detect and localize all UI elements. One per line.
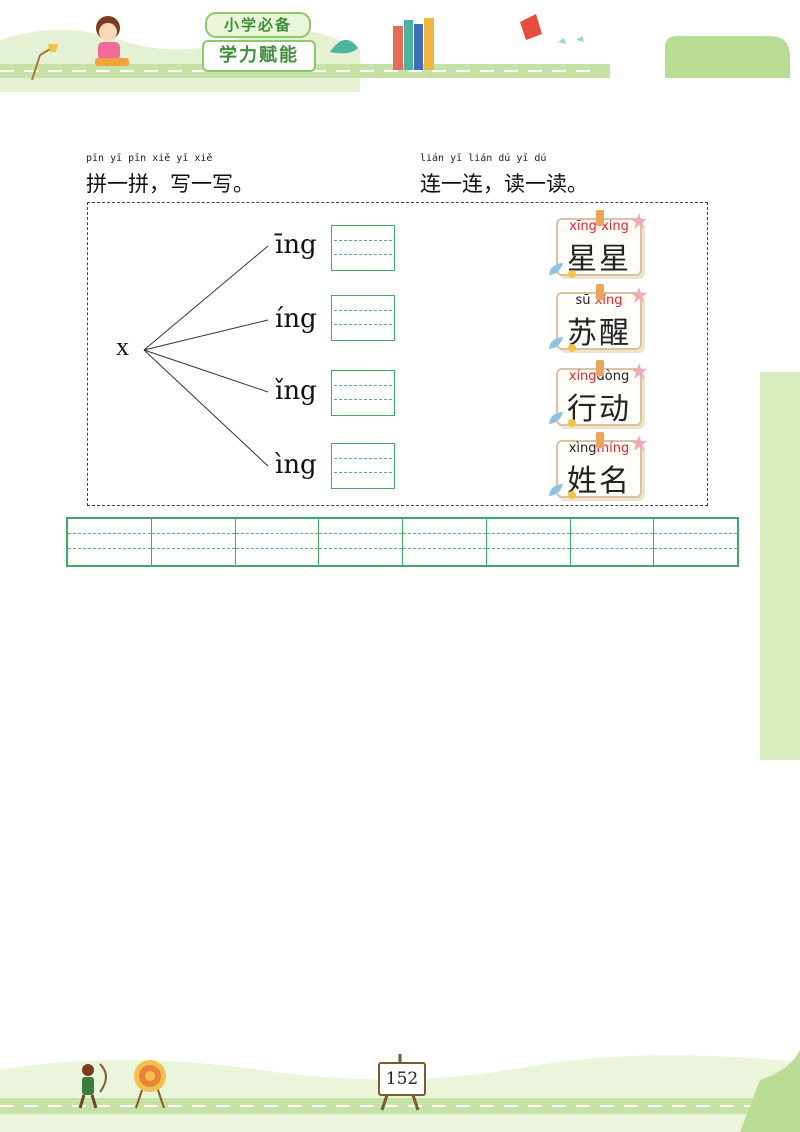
card-1-hanzi: 星星 — [567, 242, 631, 277]
header-badge-top: 小学必备 — [205, 12, 311, 38]
card-3-hanzi: 行动 — [567, 392, 631, 427]
card-4-hanzi: 姓名 — [567, 464, 631, 499]
right-title-pinyin: lián yī lián dú yī dú — [420, 153, 547, 164]
writing-cell[interactable] — [151, 519, 236, 565]
star-icon — [631, 363, 647, 379]
writing-cell[interactable] — [68, 519, 152, 565]
initial-x: x — [116, 332, 129, 361]
card-2-pinyin-1: sū — [575, 293, 591, 308]
pinyin-write-box-4[interactable] — [331, 443, 395, 489]
card-3-pinyin-1: xíng — [568, 369, 597, 384]
pinyin-write-box-2[interactable] — [331, 295, 395, 341]
card-3-pinyin-2: dòng — [596, 369, 630, 384]
leaf-icon — [549, 484, 563, 496]
pinyin-write-box-1[interactable] — [331, 225, 395, 271]
writing-cell[interactable] — [570, 519, 655, 565]
exercise-box — [87, 202, 708, 506]
header-badge-bottom: 学力赋能 — [202, 40, 316, 72]
left-title-pinyin: pīn yī pīn xiě yī xiě — [86, 153, 213, 164]
pinyin-write-box-3[interactable] — [331, 370, 395, 416]
dot-icon — [568, 344, 576, 352]
pin-icon — [596, 210, 604, 226]
leaf-icon — [549, 412, 563, 424]
card-4-pinyin-2: míng — [596, 441, 630, 456]
card-1-pinyin-1: xīng — [569, 219, 597, 234]
leaf-icon — [549, 263, 563, 275]
final-ing-2: íng — [275, 304, 317, 334]
pin-icon — [596, 360, 604, 376]
final-ing-1: īng — [275, 230, 317, 260]
dot-icon — [568, 419, 576, 427]
card-1-pinyin-2: xing — [601, 219, 629, 234]
card-4-pinyin-1: xìng — [568, 441, 597, 456]
pin-icon — [596, 284, 604, 300]
left-title: 拼一拼，写一写。 — [86, 172, 254, 196]
dot-icon — [568, 270, 576, 278]
word-card-3[interactable]: xíngdòng 行动 — [556, 368, 642, 427]
final-ing-3: ǐng — [275, 376, 317, 406]
leaf-icon — [549, 337, 563, 349]
page-number: 152 — [378, 1062, 426, 1096]
star-icon — [631, 435, 647, 451]
writing-grid — [66, 517, 739, 567]
writing-cell[interactable] — [403, 519, 487, 565]
star-icon — [631, 287, 647, 303]
writing-cell[interactable] — [235, 519, 320, 565]
final-ing-4: ìng — [275, 450, 317, 480]
dot-icon — [568, 491, 576, 499]
writing-cell[interactable] — [654, 519, 737, 565]
writing-cell[interactable] — [486, 519, 571, 565]
word-card-2[interactable]: sū xǐng 苏醒 — [556, 292, 642, 351]
pin-icon — [596, 432, 604, 448]
star-icon — [631, 213, 647, 229]
right-title: 连一连，读一读。 — [420, 172, 588, 196]
card-2-hanzi: 苏醒 — [567, 316, 631, 351]
writing-cell[interactable] — [319, 519, 403, 565]
side-decoration-band — [760, 372, 800, 760]
word-card-4[interactable]: xìngmíng 姓名 — [556, 440, 642, 499]
word-card-1[interactable]: xīng xing 星星 — [556, 218, 642, 277]
